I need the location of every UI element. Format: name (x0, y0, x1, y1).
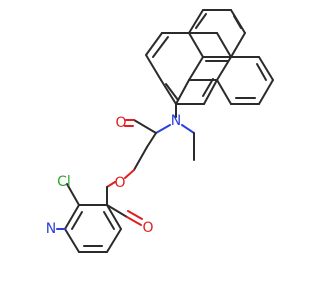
bond (126, 216, 142, 226)
naphthalene-group (145, 32, 274, 105)
bond (188, 56, 204, 81)
bond (165, 83, 179, 101)
molecule-structure-diagram: Cl N O O O N (46, 9, 274, 253)
bond (145, 32, 163, 56)
bond (133, 119, 157, 134)
bond (195, 13, 207, 29)
bond (216, 32, 232, 58)
bond (64, 228, 80, 253)
ester-oxygen-single-label: O (114, 175, 125, 191)
bond (155, 124, 171, 134)
bond (181, 124, 195, 134)
linker-group (106, 103, 195, 226)
ester-oxygen-double-label: O (142, 220, 153, 236)
bond (175, 79, 190, 105)
bond (146, 132, 157, 148)
bond (216, 79, 232, 105)
bond (203, 79, 218, 105)
amide-nitrogen-label: N (171, 113, 181, 129)
bond (106, 228, 122, 253)
bond (256, 63, 267, 81)
naphthalene-overlay (161, 9, 246, 81)
bond (124, 169, 135, 179)
bond (64, 204, 80, 230)
pyridine-nitrogen-label: N (46, 221, 56, 237)
bond (188, 32, 204, 58)
bond (106, 204, 122, 230)
bond (71, 211, 83, 230)
bond (127, 210, 143, 220)
bond (66, 183, 80, 206)
bond (152, 36, 169, 58)
bond (106, 181, 116, 188)
chlorine-atom-label: Cl (57, 174, 71, 190)
bond (202, 78, 214, 97)
bond (233, 15, 242, 29)
bond (160, 79, 177, 105)
bond (145, 54, 162, 81)
bond (230, 32, 246, 58)
amide-oxygen-label: O (115, 115, 126, 131)
pyridine-group (56, 183, 122, 253)
bond (188, 9, 204, 34)
bond (106, 204, 128, 218)
bond (133, 146, 148, 171)
bond (258, 79, 274, 105)
bond (103, 211, 115, 230)
bond (258, 56, 274, 81)
